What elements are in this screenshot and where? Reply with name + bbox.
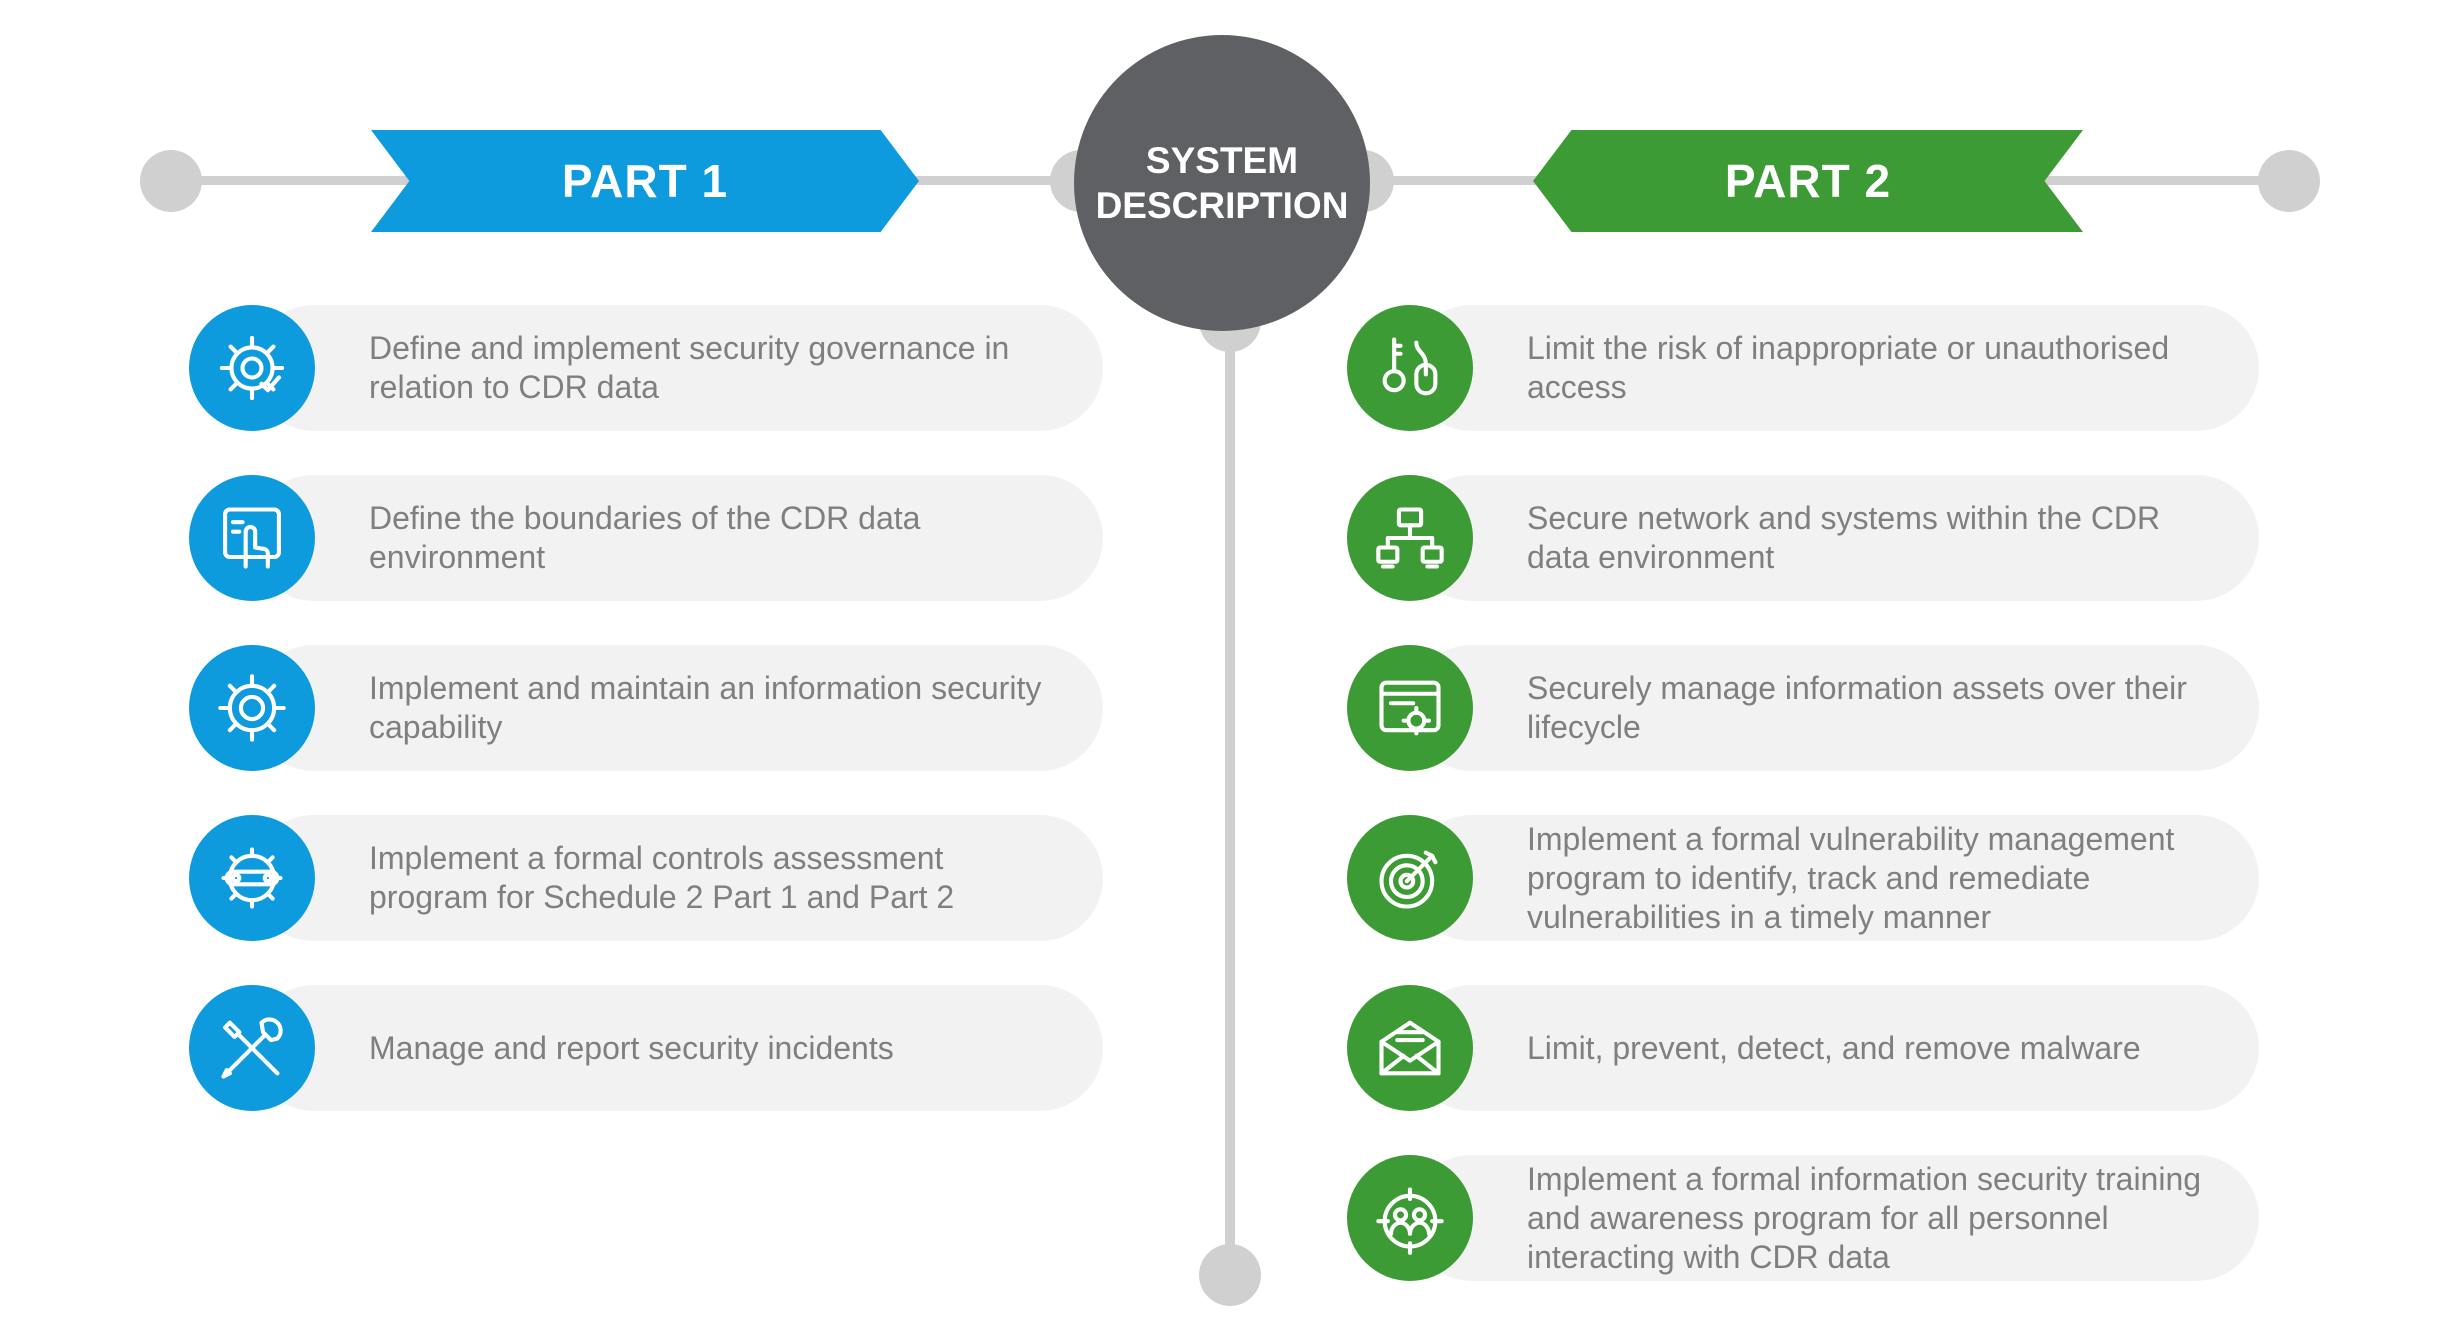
item-text: Securely manage information assets over …: [1527, 670, 2187, 745]
tools-icon: [221, 1017, 283, 1079]
gears-icon: [218, 674, 286, 742]
item-text: Implement a formal controls assessment p…: [369, 840, 955, 915]
part2-banner: PART 2: [1533, 130, 2083, 232]
part2-item: Securely manage information assets over …: [1347, 645, 2259, 771]
part1-label: PART 1: [561, 155, 729, 207]
item-text: Secure network and systems within the CD…: [1527, 500, 2161, 575]
item-pill: [251, 815, 1103, 941]
target-icon: [1379, 850, 1438, 909]
item-text: Define the boundaries of the CDR data en…: [369, 500, 921, 575]
item-icon-circle: [189, 985, 315, 1111]
people-target-icon: [1376, 1187, 1444, 1255]
item-text: Implement a formal information security …: [1527, 1160, 2202, 1275]
item-pill: [251, 985, 1103, 1111]
gear-wrench-icon: [221, 847, 283, 909]
item-icon-circle: [189, 305, 315, 431]
item-text: Manage and report security incidents: [369, 1029, 894, 1066]
system-description-hub: SYSTEM DESCRIPTION: [1074, 35, 1370, 331]
network-icon: [1376, 507, 1444, 569]
item-icon-circle: [1347, 1155, 1473, 1281]
item-text: Implement a formal vulnerability managem…: [1527, 820, 2175, 935]
part2-item: Limit, prevent, detect, and remove malwa…: [1347, 985, 2259, 1111]
part2-item: Implement a formal information security …: [1347, 1155, 2259, 1281]
part1-item: Define and implement security governance…: [189, 305, 1103, 431]
item-text: Implement and maintain an information se…: [369, 670, 1042, 745]
item-icon-circle: [189, 475, 315, 601]
gear-check-icon: [219, 335, 285, 401]
part1-item: Implement and maintain an information se…: [189, 645, 1103, 771]
timeline-dot-left: [140, 150, 202, 212]
touchscreen-hand-icon: [223, 507, 281, 569]
part2-item: Secure network and systems within the CD…: [1347, 475, 2259, 601]
part2-item: Limit the risk of inappropriate or unaut…: [1347, 305, 2259, 431]
item-icon-circle: [1347, 645, 1473, 771]
timeline-dot-bottom: [1199, 1244, 1261, 1306]
item-icon-circle: [1347, 985, 1473, 1111]
item-pill: [251, 475, 1103, 601]
item-icon-circle: [1347, 815, 1473, 941]
item-pill: [251, 645, 1103, 771]
hub-title-line1: SYSTEM: [1145, 140, 1299, 181]
part1-item: Define the boundaries of the CDR data en…: [189, 475, 1103, 601]
item-text: Limit the risk of inappropriate or unaut…: [1527, 330, 2170, 405]
item-icon-circle: [189, 815, 315, 941]
item-pill: [251, 305, 1103, 431]
item-pill: [1409, 985, 2259, 1111]
item-icon-circle: [1347, 475, 1473, 601]
part1-item: Manage and report security incidents: [189, 985, 1103, 1111]
part2-label: PART 2: [1724, 155, 1892, 207]
item-icon-circle: [189, 645, 315, 771]
item-pill: [1409, 475, 2259, 601]
part1-banner: PART 1: [371, 130, 919, 232]
timeline-vertical: [1225, 320, 1235, 1280]
browser-gear-icon: [1379, 680, 1441, 736]
hub-title-line2: DESCRIPTION: [1095, 185, 1349, 226]
item-pill: [1409, 1155, 2259, 1281]
item-pill: [1409, 815, 2259, 941]
item-pill: [1409, 645, 2259, 771]
item-text: Define and implement security governance…: [369, 330, 1010, 405]
envelope-icon: [1379, 1020, 1441, 1076]
key-mouse-icon: [1382, 337, 1438, 396]
part1-item: Implement a formal controls assessment p…: [189, 815, 1103, 941]
item-icon-circle: [1347, 305, 1473, 431]
item-text: Limit, prevent, detect, and remove malwa…: [1527, 1029, 2141, 1066]
part2-item: Implement a formal vulnerability managem…: [1347, 815, 2259, 941]
item-pill: [1409, 305, 2259, 431]
timeline-dot-right: [2258, 150, 2320, 212]
